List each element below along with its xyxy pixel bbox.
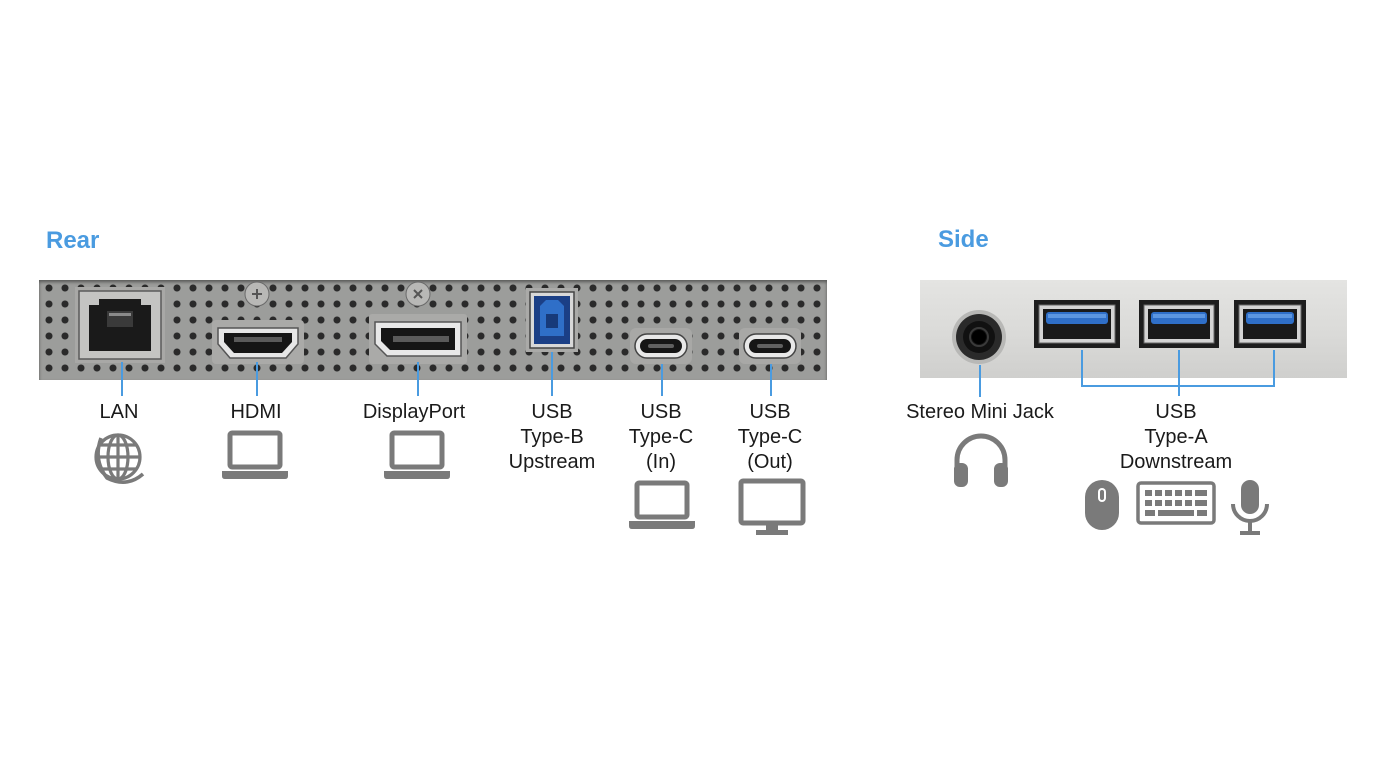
microphone-icon bbox=[1231, 480, 1269, 535]
usb-type-b-label-line1: USB bbox=[531, 401, 573, 423]
displayport-leader-line bbox=[417, 362, 419, 396]
rear-section-title: Rear bbox=[46, 227, 100, 254]
usb-c-out-leader-line bbox=[770, 364, 772, 396]
monitor-icon bbox=[738, 478, 806, 535]
usb-a-bracket-bar bbox=[1081, 385, 1275, 387]
displayport-label: DisplayPort bbox=[362, 401, 466, 423]
usb-a-bracket-right bbox=[1273, 350, 1275, 386]
usb-b-leader-line bbox=[551, 352, 553, 396]
lan-label: LAN bbox=[99, 401, 139, 423]
usb-a-bracket-center bbox=[1178, 350, 1180, 396]
usb-type-c-in-label-line2: Type-C bbox=[628, 426, 694, 448]
laptop-icon bbox=[629, 480, 695, 529]
screw bbox=[244, 281, 270, 307]
laptop-icon bbox=[384, 430, 450, 479]
rear-panel bbox=[39, 280, 827, 380]
side-section-title: Side bbox=[938, 226, 989, 253]
usb-type-a-label-line3: Downstream bbox=[1119, 451, 1233, 473]
usb-type-c-out-label-line2: Type-C bbox=[737, 426, 803, 448]
usb-type-b-label-line3: Upstream bbox=[508, 451, 596, 473]
keyboard-icon bbox=[1136, 481, 1216, 525]
mouse-icon bbox=[1085, 480, 1119, 530]
laptop-icon bbox=[222, 430, 288, 479]
side-panel bbox=[920, 280, 1347, 378]
screw bbox=[405, 281, 431, 307]
usb-type-a-label: USB Type-A Downstream bbox=[1120, 400, 1232, 475]
usb-type-a-port bbox=[1234, 300, 1306, 348]
usb-type-c-out-label-line1: USB bbox=[749, 401, 791, 423]
usb-c-in-leader-line bbox=[661, 364, 663, 396]
stereo-mini-jack-port bbox=[952, 310, 1006, 364]
hdmi-leader-line bbox=[256, 362, 258, 396]
usb-type-a-label-line1: USB bbox=[1155, 401, 1197, 423]
usb-a-bracket-left bbox=[1081, 350, 1083, 386]
usb-type-b-port bbox=[526, 288, 578, 352]
hdmi-port bbox=[212, 320, 304, 364]
globe-icon bbox=[94, 433, 145, 484]
displayport-port bbox=[369, 314, 467, 364]
usb-type-b-label-line2: Type-B bbox=[520, 426, 584, 448]
usb-type-c-out-label-line3: (Out) bbox=[747, 451, 793, 473]
usb-type-c-out-label: USB Type-C (Out) bbox=[738, 400, 802, 475]
usb-type-c-in-label-line3: (In) bbox=[646, 451, 676, 473]
hdmi-label: HDMI bbox=[230, 401, 282, 423]
headphones-icon bbox=[954, 433, 1008, 487]
lan-leader-line bbox=[121, 362, 123, 396]
audio-leader-line bbox=[979, 365, 981, 397]
usb-type-c-in-label: USB Type-C (In) bbox=[629, 400, 693, 475]
stereo-mini-jack-label: Stereo Mini Jack bbox=[906, 401, 1054, 423]
usb-type-c-in-label-line1: USB bbox=[640, 401, 682, 423]
lan-port bbox=[75, 287, 165, 363]
usb-type-a-label-line2: Type-A bbox=[1144, 426, 1208, 448]
usb-type-b-label: USB Type-B Upstream bbox=[509, 400, 596, 475]
usb-type-c-out-port bbox=[739, 328, 801, 364]
usb-type-a-port bbox=[1034, 300, 1120, 348]
usb-type-c-in-port bbox=[630, 328, 692, 364]
usb-type-a-port bbox=[1139, 300, 1219, 348]
